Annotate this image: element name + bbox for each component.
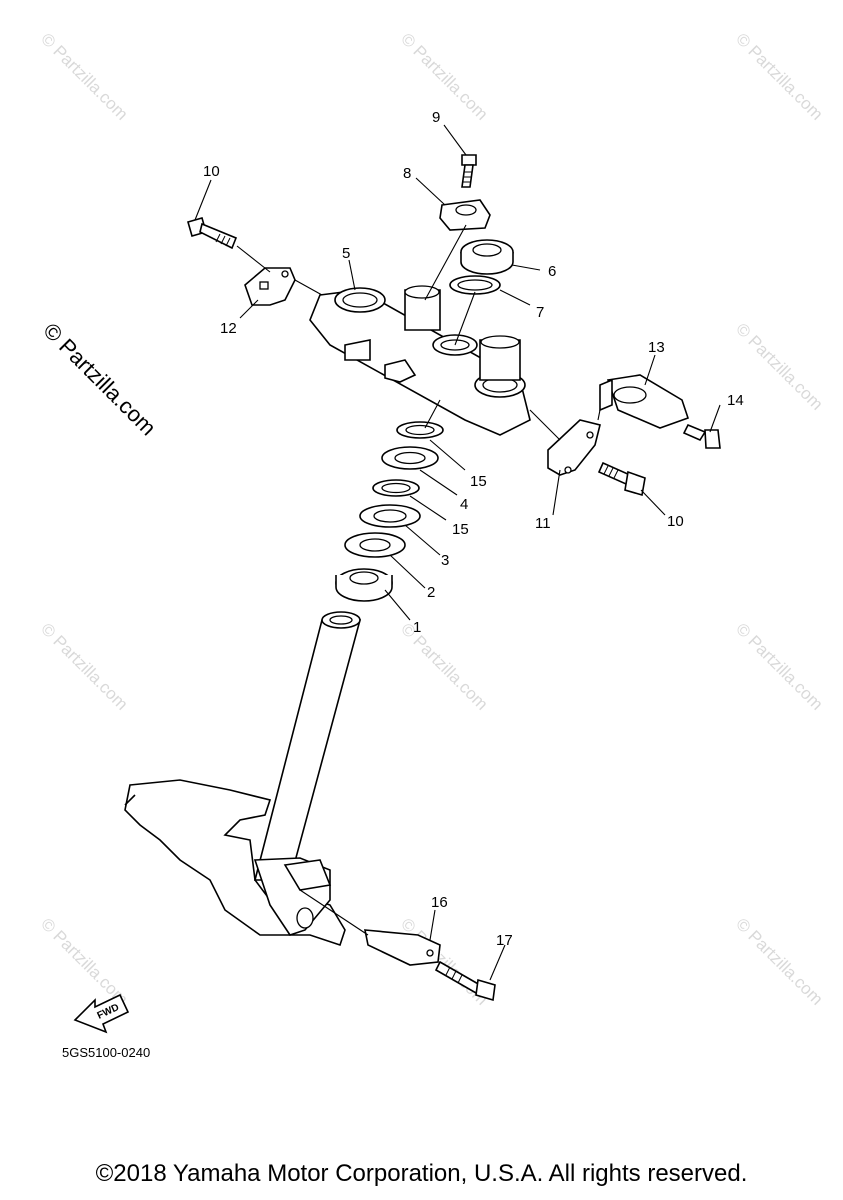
callout-17: 17	[496, 932, 513, 949]
watermark: © Partzilla.com	[732, 29, 826, 123]
callout-10-left: 10	[203, 163, 220, 180]
callout-15-upper: 15	[470, 473, 487, 490]
callout-5: 5	[342, 245, 350, 262]
callout-11: 11	[535, 515, 551, 532]
watermark: © Partzilla.com	[397, 619, 491, 713]
bolt-10-right	[597, 461, 646, 497]
damper-6	[460, 239, 514, 275]
callout-15-lower: 15	[452, 521, 469, 538]
bracket-11	[547, 419, 601, 476]
callout-1: 1	[413, 619, 421, 636]
washer-3	[359, 504, 421, 528]
watermark: © Partzilla.com	[732, 619, 826, 713]
callout-3: 3	[441, 552, 449, 569]
washer-7	[449, 275, 501, 295]
callout-6: 6	[548, 263, 556, 280]
bolt-17	[434, 960, 496, 1002]
bolt-9	[461, 154, 477, 188]
bearing-1	[335, 568, 393, 602]
watermark-layer: © Partzilla.com © Partzilla.com © Partzi…	[37, 29, 826, 1008]
holder-cap-8	[439, 199, 491, 231]
ring-nut-4	[381, 446, 439, 470]
bracket-12	[244, 267, 296, 306]
bearing-2	[344, 532, 406, 558]
copyright-notice: ©2018 Yamaha Motor Corporation, U.S.A. A…	[95, 1160, 748, 1187]
callout-16: 16	[431, 894, 448, 911]
assembly-lines	[236, 224, 601, 936]
callouts: 9 8 10 5 6 7 12 13 14 11 10 15 4 15 3 2 …	[203, 109, 744, 949]
callout-13: 13	[648, 339, 665, 356]
washer-15-lower	[372, 479, 420, 497]
callout-14: 14	[727, 392, 744, 409]
bracket-16	[364, 929, 441, 966]
watermark: © Partzilla.com	[37, 914, 131, 1008]
washer-15-upper	[396, 421, 444, 439]
leader-lines	[194, 124, 721, 981]
watermark: © Partzilla.com	[397, 29, 491, 123]
callout-2: 2	[427, 584, 435, 601]
steering-stem	[253, 611, 362, 936]
drawing-code: 5GS5100-0240	[62, 1045, 150, 1060]
fwd-arrow-icon: FWD	[73, 993, 130, 1034]
callout-9: 9	[432, 109, 440, 126]
callout-10-right: 10	[667, 513, 684, 530]
bolt-10-left	[187, 217, 238, 250]
bolt-14	[682, 423, 721, 449]
watermark: © Partzilla.com	[732, 319, 826, 413]
callout-8: 8	[403, 165, 411, 182]
frame-outline	[124, 779, 346, 947]
watermark: © Partzilla.com	[37, 619, 131, 713]
callout-7: 7	[536, 304, 544, 321]
callout-4: 4	[460, 496, 468, 513]
upper-bracket-5	[309, 285, 531, 436]
watermark: © Partzilla.com	[732, 914, 826, 1008]
callout-12: 12	[220, 320, 237, 337]
clamp-13	[599, 374, 690, 429]
watermark: © Partzilla.com	[37, 29, 131, 123]
watermark-large: © Partzilla.com	[38, 318, 161, 441]
